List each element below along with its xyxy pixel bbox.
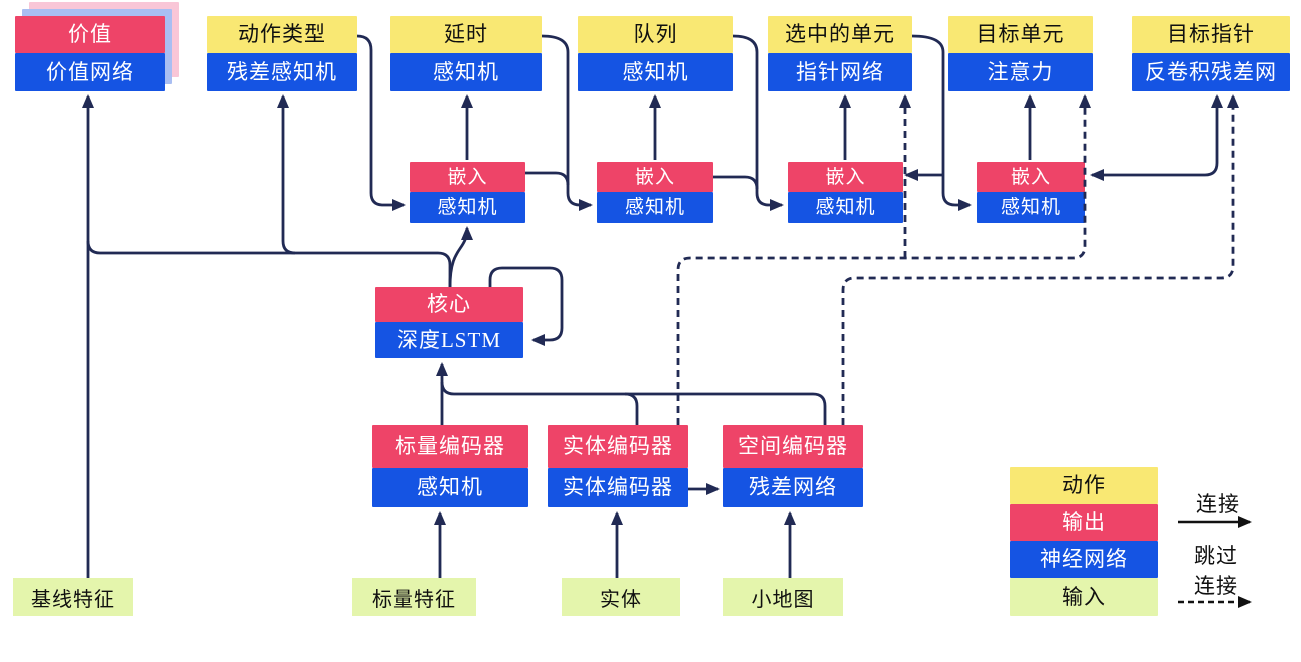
node-embed-4-network-label: 感知机 (977, 192, 1085, 223)
node-embed-3-network-label: 感知机 (788, 192, 903, 223)
skip-entity-to-target-unit (676, 94, 1091, 425)
node-target-pointer: 目标指针 反卷积残差网 (1132, 16, 1290, 91)
node-delay-network-label: 感知机 (390, 53, 542, 91)
node-spatial-encoder-network-label: 残差网络 (723, 468, 863, 507)
node-target-unit-action-label: 目标单元 (948, 16, 1093, 53)
node-value-network-label: 价值网络 (15, 53, 165, 91)
node-selected-units-action-label: 选中的单元 (768, 16, 912, 53)
legend-connection-label: 连接 (1196, 492, 1240, 516)
node-embed-1-network-label: 感知机 (410, 192, 525, 223)
wire-core-trunk-left (86, 240, 452, 287)
node-embed-1: 嵌入 感知机 (410, 162, 525, 223)
legend-action: 动作 (1010, 467, 1158, 504)
node-queue-network-label: 感知机 (578, 53, 733, 91)
node-target-unit-network-label: 注意力 (948, 53, 1093, 91)
node-target-pointer-action-label: 目标指针 (1132, 16, 1290, 53)
legend-input: 输入 (1010, 578, 1158, 616)
wire-embed4-target-pointer (1090, 94, 1223, 181)
node-selected-units-network-label: 指针网络 (768, 53, 912, 91)
node-entity-encoder: 实体编码器 实体编码器 (548, 425, 688, 507)
legend: 动作 输出 神经网络 输入 (1010, 467, 1158, 616)
node-action-type-action-label: 动作类型 (207, 16, 357, 53)
node-minimap: 小地图 (723, 578, 843, 616)
wire-spatial-trunk (440, 381, 827, 425)
legend-skip-label-2: 连接 (1194, 574, 1238, 598)
node-value: 价值 价值网络 (15, 16, 165, 91)
node-core-output-label: 核心 (375, 287, 523, 322)
legend-output: 输出 (1010, 504, 1158, 541)
node-spatial-encoder: 空间编码器 残差网络 (723, 425, 863, 507)
node-embed-4: 嵌入 感知机 (977, 162, 1085, 223)
wire-embed2-right-merge (713, 175, 759, 190)
node-delay-action-label: 延时 (390, 16, 542, 53)
node-baseline-features: 基线特征 (13, 578, 133, 616)
node-embed-1-output-label: 嵌入 (410, 162, 525, 192)
node-embed-2-network-label: 感知机 (597, 192, 713, 223)
node-embed-4-output-label: 嵌入 (977, 162, 1085, 192)
node-action-type-network-label: 残差感知机 (207, 53, 357, 91)
node-queue-action-label: 队列 (578, 16, 733, 53)
node-scalar-encoder-network-label: 感知机 (372, 468, 528, 507)
node-entity-encoder-network-label: 实体编码器 (548, 468, 688, 507)
skip-connections (676, 94, 1239, 425)
wire-trunk-to-action-type (277, 94, 296, 255)
node-scalar-features: 标量特征 (352, 578, 476, 616)
node-selected-units: 选中的单元 指针网络 (768, 16, 912, 91)
node-entity-encoder-output-label: 实体编码器 (548, 425, 688, 468)
node-embed-3-output-label: 嵌入 (788, 162, 903, 192)
node-target-unit: 目标单元 注意力 (948, 16, 1093, 91)
skip-spatial-to-target-pointer (841, 94, 1239, 425)
node-embed-3: 嵌入 感知机 (788, 162, 903, 223)
node-spatial-encoder-output-label: 空间编码器 (723, 425, 863, 468)
node-embed-2: 嵌入 感知机 (597, 162, 713, 223)
node-queue: 队列 感知机 (578, 16, 733, 91)
wire-core-to-embed1 (448, 226, 473, 288)
wire-entity-trunk-merge (624, 392, 639, 425)
node-action-type: 动作类型 残差感知机 (207, 16, 357, 91)
node-core: 核心 深度LSTM (375, 287, 523, 358)
legend-network: 神经网络 (1010, 541, 1158, 578)
node-core-network-label: 深度LSTM (375, 322, 523, 358)
node-scalar-encoder-output-label: 标量编码器 (372, 425, 528, 468)
node-value-output-label: 价值 (15, 16, 165, 53)
node-embed-2-output-label: 嵌入 (597, 162, 713, 192)
node-entities: 实体 (562, 578, 680, 616)
wire-embed1-right-merge (525, 171, 570, 186)
legend-skip-label-1: 跳过 (1194, 544, 1238, 568)
node-scalar-encoder: 标量编码器 感知机 (372, 425, 528, 507)
node-target-pointer-network-label: 反卷积残差网 (1132, 53, 1290, 91)
node-delay: 延时 感知机 (390, 16, 542, 91)
